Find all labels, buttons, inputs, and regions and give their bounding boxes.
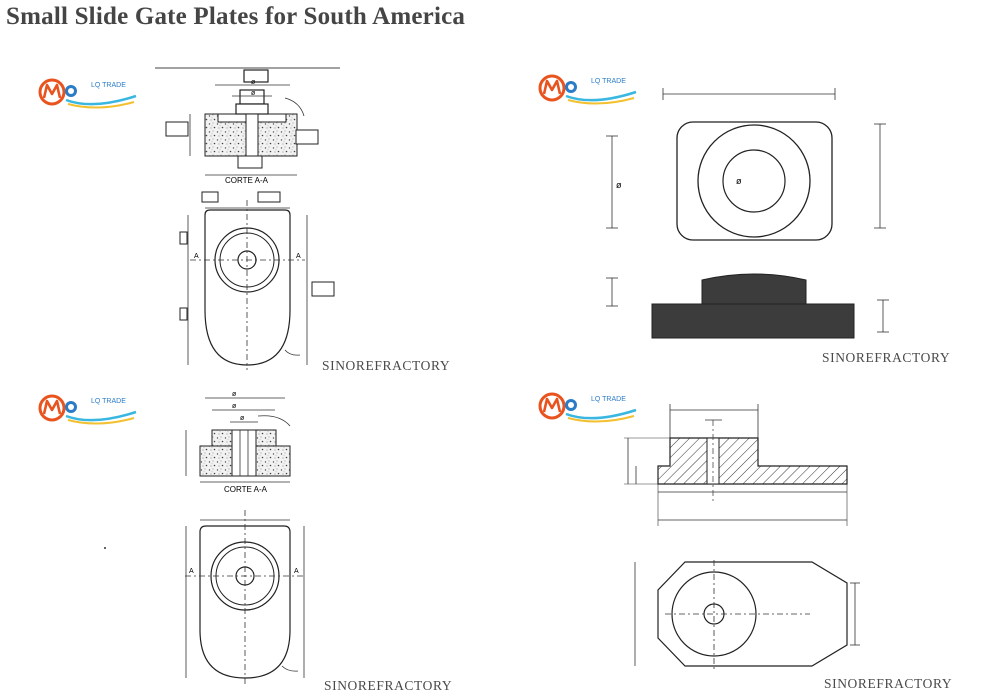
lq-trade-logo: LQ TRADE (538, 70, 638, 106)
section-label: CORTE A-A (225, 176, 269, 185)
logo-text: LQ TRADE (91, 398, 126, 405)
lq-trade-logo: LQ TRADE (38, 74, 138, 110)
watermark: SINOREFRACTORY (324, 678, 453, 693)
section-drawing: ø ø CORTE A-A A A (155, 67, 340, 370)
section-marker: A (296, 253, 301, 260)
plate-drawing: ø ø (606, 88, 889, 339)
watermark: SINOREFRACTORY (822, 350, 951, 365)
lq-trade-logo: LQ TRADE (538, 388, 638, 424)
lq-trade-logo: LQ TRADE (38, 390, 138, 426)
dia-label: ø (251, 79, 256, 86)
dia-label: ø (251, 90, 256, 97)
dia-label: ø (736, 176, 742, 186)
section-marker: A (194, 253, 199, 260)
section-marker: A (189, 568, 194, 575)
panel-bottom-right: LQ TRADE SINOREFRACTORY (500, 380, 990, 700)
panel-bottom-left: LQ TRADE ø ø ø CORTE A-A A A SINOREFRACT… (0, 380, 490, 700)
panel-top-right: LQ TRADE ø ø SINOREFRACTORY (500, 50, 990, 380)
logo-text: LQ TRADE (591, 396, 626, 403)
section-drawing: ø ø ø CORTE A-A A A (104, 391, 305, 685)
dia-label: ø (232, 391, 237, 398)
panel-top-left: LQ TRADE ø ø CORTE A-A (0, 50, 490, 380)
section-marker: A (294, 568, 299, 575)
page-title: Small Slide Gate Plates for South Americ… (6, 3, 466, 30)
dia-label: ø (616, 180, 622, 190)
plate-drawing (624, 404, 860, 670)
dia-label: ø (232, 403, 237, 410)
logo-text: LQ TRADE (591, 78, 626, 85)
dia-label: ø (240, 415, 245, 422)
logo-text: LQ TRADE (91, 82, 126, 89)
watermark: SINOREFRACTORY (824, 676, 953, 691)
section-label: CORTE A-A (224, 485, 268, 494)
watermark: SINOREFRACTORY (322, 358, 451, 373)
